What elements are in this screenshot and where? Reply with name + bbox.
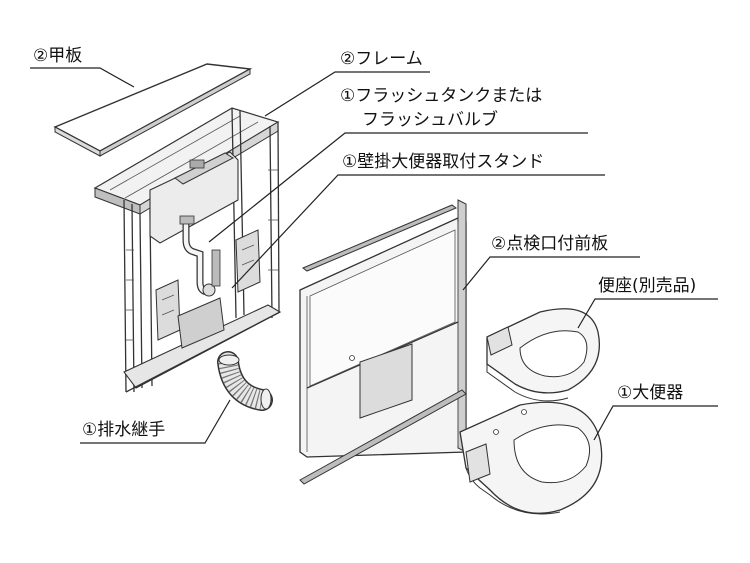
label-stand: ①壁掛大便器取付スタンド <box>342 152 544 172</box>
label-drain-joint: ①排水継手 <box>82 420 165 440</box>
drain-joint-drawing <box>217 351 273 411</box>
label-frame: ②フレーム <box>340 49 423 69</box>
label-seat: 便座(別売品) <box>598 276 696 296</box>
flush-tank-drawing <box>149 151 239 297</box>
label-front-panel: ②点検口付前板 <box>491 234 608 254</box>
top-plate-drawing <box>53 63 253 157</box>
leader-lines <box>30 67 718 444</box>
label-toilet: ①大便器 <box>617 383 683 403</box>
label-flush-tank-line1: ①フラッシュタンクまたは <box>340 86 542 106</box>
seat-drawing <box>486 308 600 402</box>
label-flush-tank-line2: フラッシュバルブ <box>362 109 498 130</box>
toilet-drawing <box>459 401 603 515</box>
front-panel-drawing <box>299 199 467 485</box>
label-top-plate: ②甲板 <box>33 46 82 66</box>
